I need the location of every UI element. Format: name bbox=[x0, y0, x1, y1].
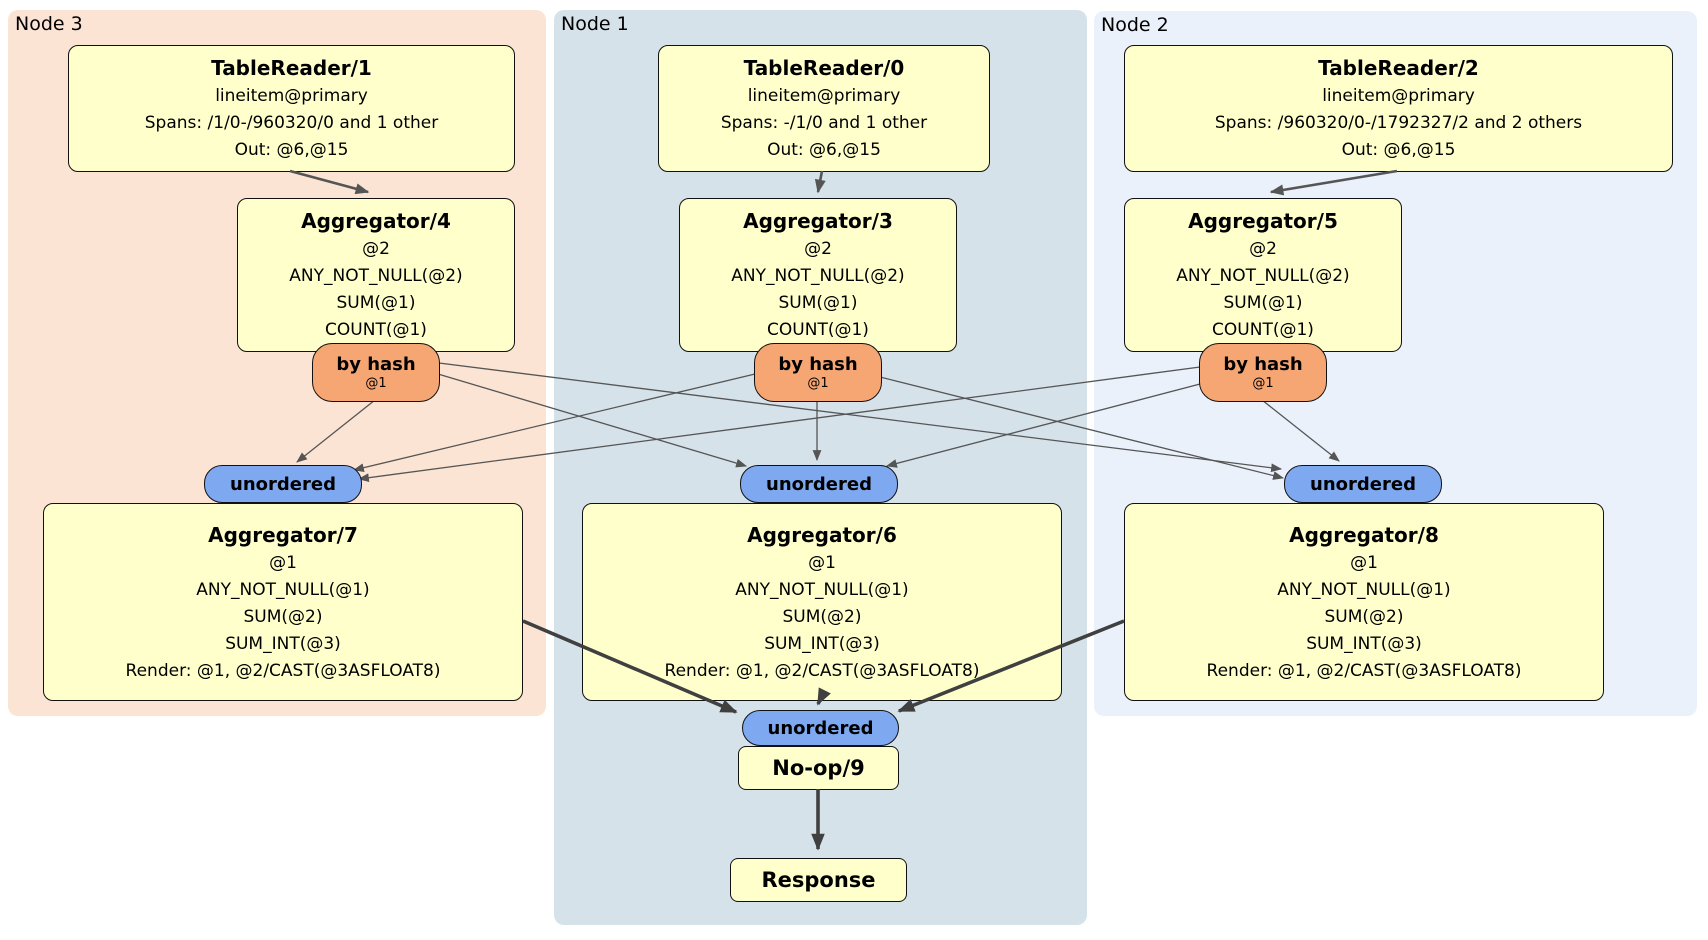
panel-label-node-2: Node 2 bbox=[1101, 14, 1169, 36]
processor-aggregator-6: Aggregator/6 @1 ANY_NOT_NULL(@1) SUM(@2)… bbox=[582, 503, 1062, 701]
processor-line: SUM(@2) bbox=[782, 606, 862, 627]
processor-tablereader-2: TableReader/2 lineitem@primary Spans: /9… bbox=[1124, 45, 1673, 172]
processor-tablereader-1: TableReader/1 lineitem@primary Spans: /1… bbox=[68, 45, 515, 172]
processor-title: TableReader/1 bbox=[211, 56, 372, 80]
processor-title: Aggregator/5 bbox=[1188, 209, 1338, 233]
processor-line: lineitem@primary bbox=[1322, 86, 1475, 106]
processor-title: Aggregator/7 bbox=[208, 522, 358, 547]
processor-line: COUNT(@1) bbox=[767, 320, 869, 340]
processor-line: COUNT(@1) bbox=[1212, 320, 1314, 340]
sync-label: unordered bbox=[1310, 473, 1416, 495]
processor-line: ANY_NOT_NULL(@2) bbox=[289, 266, 463, 286]
sync-unordered-node2: unordered bbox=[1284, 465, 1442, 503]
processor-line: SUM_INT(@3) bbox=[764, 633, 880, 654]
processor-aggregator-3: Aggregator/3 @2 ANY_NOT_NULL(@2) SUM(@1)… bbox=[679, 198, 957, 352]
processor-line: Out: @6,@15 bbox=[1341, 140, 1456, 160]
processor-noop-9: No-op/9 bbox=[738, 746, 899, 790]
router-label: by hash bbox=[1223, 353, 1303, 375]
router-label: by hash bbox=[778, 353, 858, 375]
processor-line: lineitem@primary bbox=[215, 86, 368, 106]
processor-aggregator-4: Aggregator/4 @2 ANY_NOT_NULL(@2) SUM(@1)… bbox=[237, 198, 515, 352]
processor-line: SUM(@2) bbox=[1324, 606, 1404, 627]
processor-line: Render: @1, @2/CAST(@3ASFLOAT8) bbox=[664, 660, 980, 681]
processor-line: @2 bbox=[362, 239, 390, 259]
processor-title: No-op/9 bbox=[772, 756, 865, 780]
router-sub: @1 bbox=[807, 375, 829, 391]
sync-label: unordered bbox=[766, 473, 872, 495]
sync-label: unordered bbox=[767, 717, 874, 739]
processor-line: ANY_NOT_NULL(@1) bbox=[735, 579, 909, 600]
processor-line: Spans: /1/0-/960320/0 and 1 other bbox=[144, 113, 439, 133]
processor-title: Aggregator/8 bbox=[1289, 522, 1439, 547]
sync-unordered-node3: unordered bbox=[204, 465, 362, 503]
processor-line: Out: @6,@15 bbox=[767, 140, 881, 160]
processor-line: ANY_NOT_NULL(@1) bbox=[1277, 579, 1451, 600]
processor-title: TableReader/0 bbox=[743, 56, 905, 80]
processor-line: @1 bbox=[269, 552, 297, 573]
processor-line: @2 bbox=[1249, 239, 1277, 259]
processor-line: ANY_NOT_NULL(@2) bbox=[1176, 266, 1350, 286]
processor-line: @1 bbox=[1350, 552, 1378, 573]
sync-label: unordered bbox=[230, 473, 336, 495]
processor-title: Aggregator/6 bbox=[747, 522, 897, 547]
processor-line: lineitem@primary bbox=[747, 86, 901, 106]
processor-line: ANY_NOT_NULL(@2) bbox=[731, 266, 905, 286]
router-by-hash-node1: by hash @1 bbox=[754, 343, 882, 402]
processor-line: COUNT(@1) bbox=[325, 320, 427, 340]
panel-label-node-1: Node 1 bbox=[561, 13, 629, 35]
processor-aggregator-7: Aggregator/7 @1 ANY_NOT_NULL(@1) SUM(@2)… bbox=[43, 503, 523, 701]
processor-aggregator-5: Aggregator/5 @2 ANY_NOT_NULL(@2) SUM(@1)… bbox=[1124, 198, 1402, 352]
processor-line: SUM(@2) bbox=[243, 606, 323, 627]
processor-title: TableReader/2 bbox=[1318, 56, 1479, 80]
router-label: by hash bbox=[336, 353, 416, 375]
processor-title: Aggregator/4 bbox=[301, 209, 451, 233]
processor-response: Response bbox=[730, 858, 907, 902]
sync-unordered-node1: unordered bbox=[740, 465, 898, 503]
router-by-hash-node3: by hash @1 bbox=[312, 343, 440, 402]
processor-line: SUM_INT(@3) bbox=[225, 633, 341, 654]
panel-label-node-3: Node 3 bbox=[15, 13, 83, 35]
processor-line: ANY_NOT_NULL(@1) bbox=[196, 579, 370, 600]
router-sub: @1 bbox=[1252, 375, 1274, 391]
processor-line: @2 bbox=[804, 239, 832, 259]
processor-line: Out: @6,@15 bbox=[234, 140, 349, 160]
router-by-hash-node2: by hash @1 bbox=[1199, 343, 1327, 402]
processor-aggregator-8: Aggregator/8 @1 ANY_NOT_NULL(@1) SUM(@2)… bbox=[1124, 503, 1604, 701]
processor-line: Spans: /960320/0-/1792327/2 and 2 others bbox=[1214, 113, 1583, 133]
processor-line: Spans: -/1/0 and 1 other bbox=[720, 113, 928, 133]
processor-line: SUM(@1) bbox=[336, 293, 416, 313]
sync-unordered-final: unordered bbox=[742, 710, 899, 746]
processor-line: Render: @1, @2/CAST(@3ASFLOAT8) bbox=[1206, 660, 1522, 681]
router-sub: @1 bbox=[365, 375, 387, 391]
processor-line: @1 bbox=[808, 552, 836, 573]
processor-line: SUM(@1) bbox=[778, 293, 858, 313]
processor-tablereader-0: TableReader/0 lineitem@primary Spans: -/… bbox=[658, 45, 990, 172]
processor-line: SUM_INT(@3) bbox=[1306, 633, 1422, 654]
processor-line: Render: @1, @2/CAST(@3ASFLOAT8) bbox=[125, 660, 441, 681]
processor-title: Response bbox=[761, 868, 876, 892]
processor-line: SUM(@1) bbox=[1223, 293, 1303, 313]
processor-title: Aggregator/3 bbox=[743, 209, 893, 233]
